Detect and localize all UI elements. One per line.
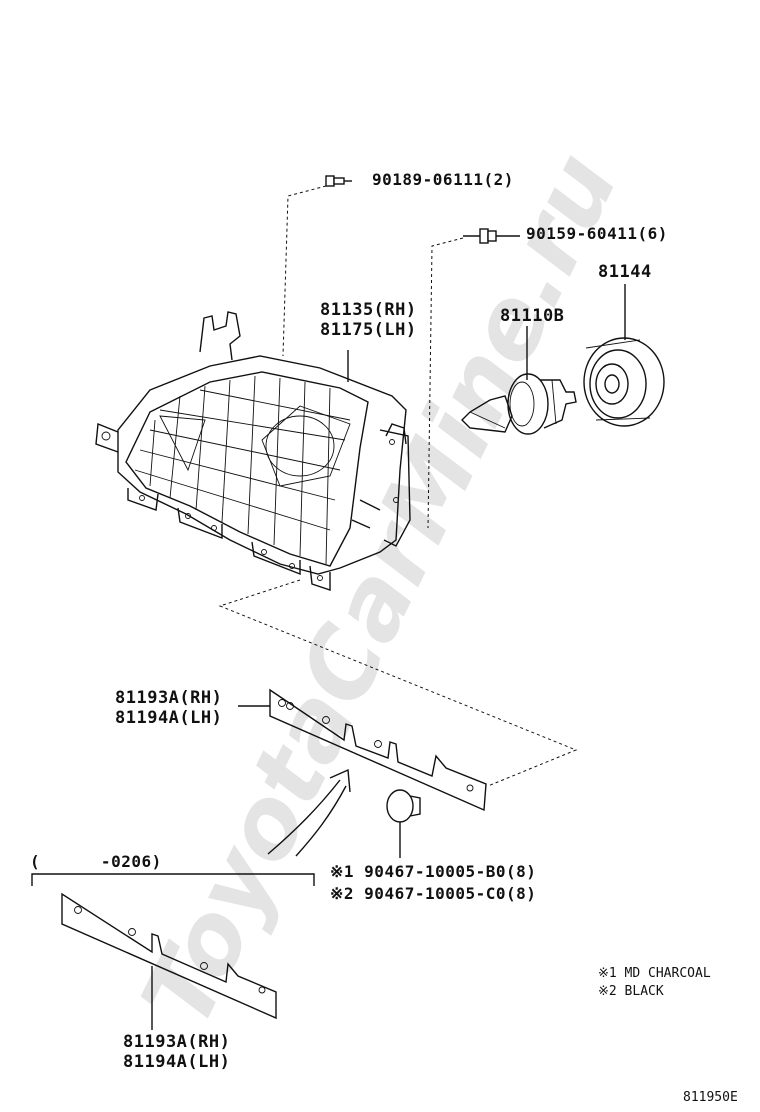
clip-icon [386,789,421,823]
headlamp-assembly [95,311,411,591]
leader-screw-top [282,185,327,357]
label-screw-top: 90189-06111(2) [372,170,514,189]
label-bolt: 90159-60411(6) [526,224,668,243]
label-clip-2: ※2 90467-10005-C0(8) [330,884,537,903]
label-socket-cover: 81144 [598,262,652,282]
label-clip-1: ※1 90467-10005-B0(8) [330,862,537,881]
bulb-icon [461,373,577,435]
diagram-id: 811950E [683,1090,738,1105]
label-bracket-old-lh: 81194A(LH) [123,1052,231,1072]
range-bracket [31,873,315,886]
screw-icon [325,175,352,187]
label-range: ( -0206) [30,852,162,871]
label-bracket-lh: 81194A(LH) [115,708,223,728]
label-headlamp-lh: 81175(LH) [320,320,417,340]
legend-item-1: ※1 MD CHARCOAL [598,966,711,981]
label-bracket-rh: 81193A(RH) [115,688,223,708]
arrow-icon [267,768,351,857]
label-bracket-old-rh: 81193A(RH) [123,1032,231,1052]
legend-item-2: ※2 BLACK [598,984,664,999]
bolt-icon [463,228,520,244]
leader-lamp-bracket [218,579,578,787]
socket-cover-icon [583,337,665,427]
label-headlamp-rh: 81135(RH) [320,300,417,320]
bracket-upper [269,688,487,812]
label-bulb: 81110B [500,306,565,326]
leader-bolt [427,237,464,529]
bracket-lower [61,892,277,1020]
